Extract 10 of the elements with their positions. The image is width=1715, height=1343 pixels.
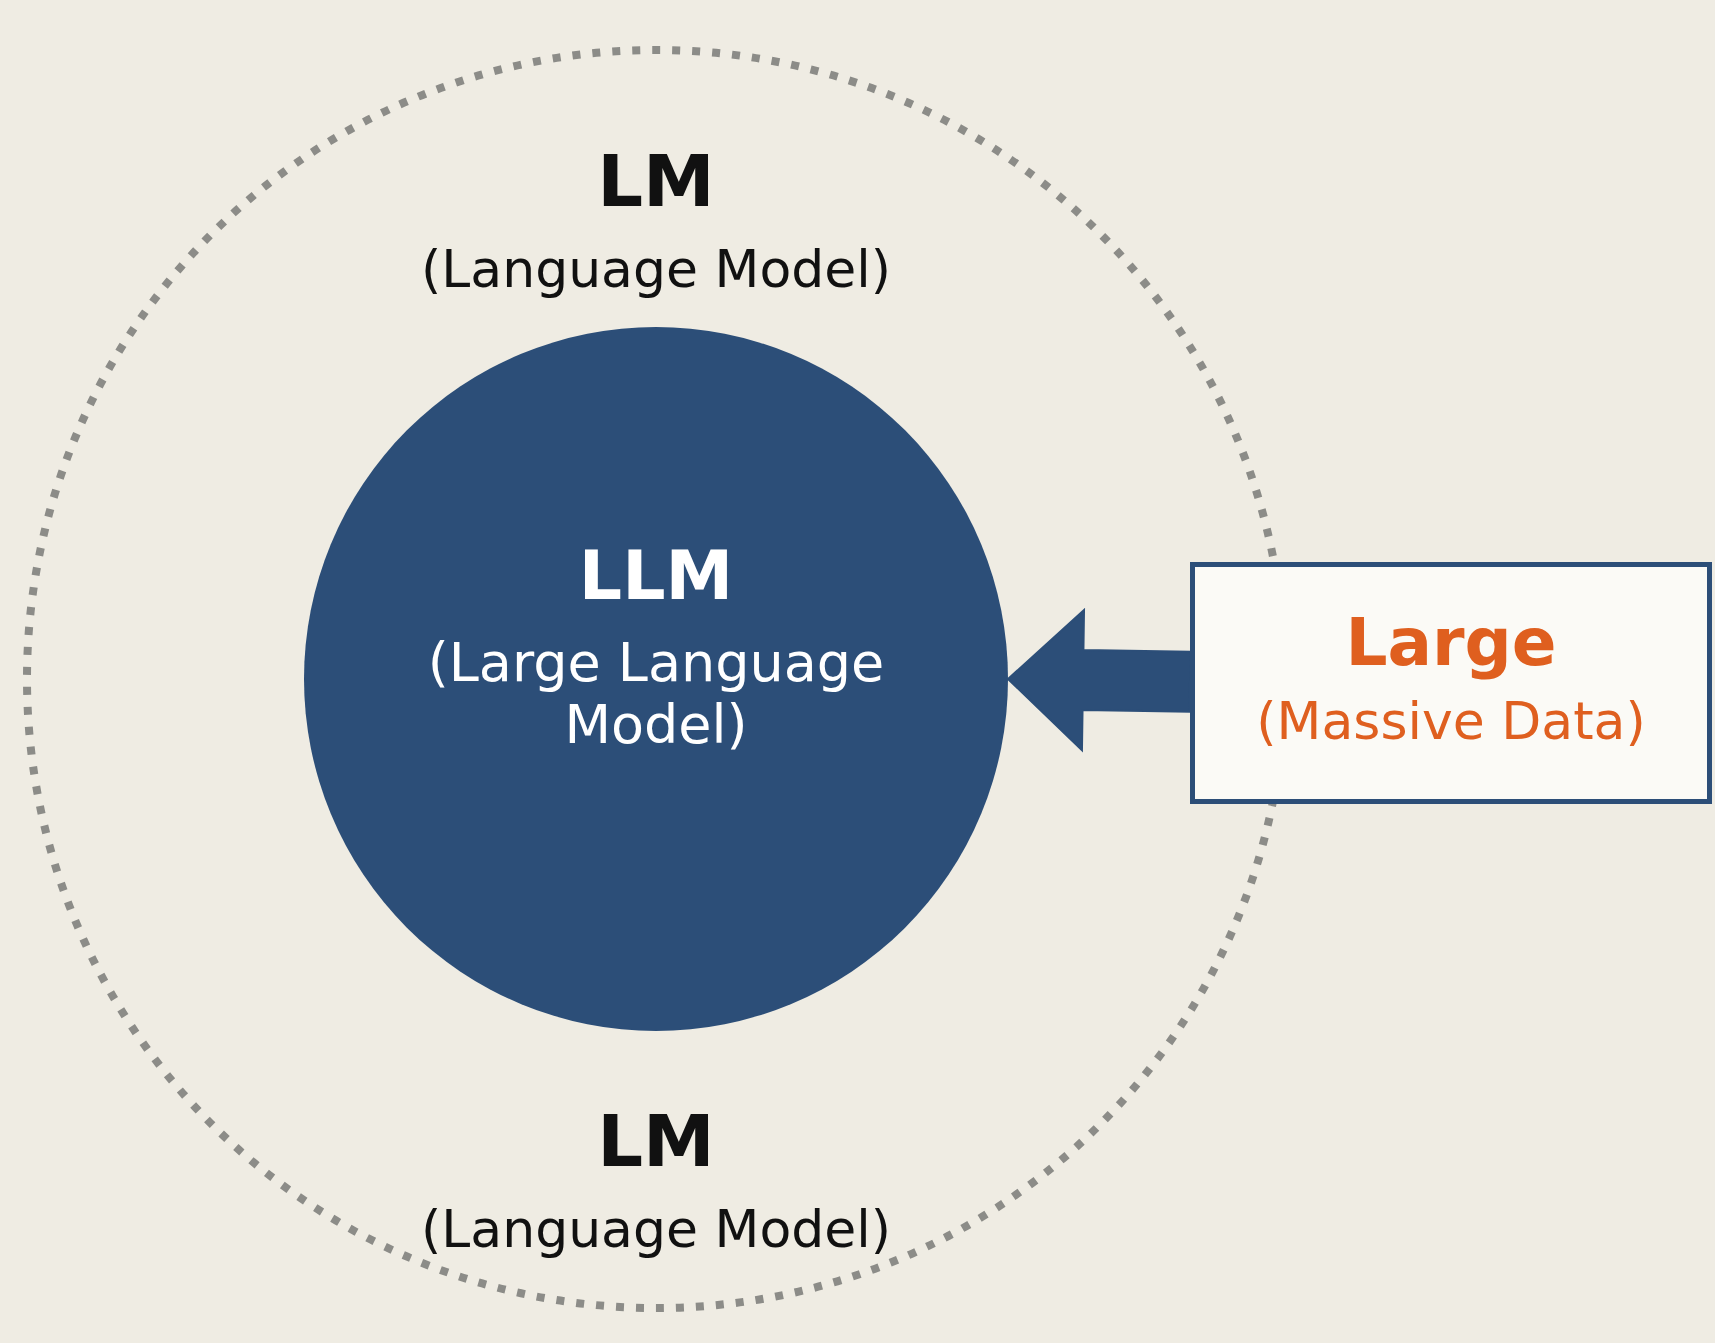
heading-text: LM xyxy=(597,1100,715,1183)
heading-text: LM xyxy=(597,140,715,223)
subheading-text: (Large Language Model) xyxy=(426,632,886,757)
heading-text: Large xyxy=(1345,605,1557,681)
subheading-text: (Language Model) xyxy=(421,1200,891,1260)
heading-text: LLM xyxy=(578,537,734,616)
subheading-text: (Language Model) xyxy=(421,240,891,300)
subheading-text: (Massive Data) xyxy=(1256,692,1646,752)
label-box xyxy=(1190,562,1712,804)
arrow xyxy=(1006,607,1192,753)
